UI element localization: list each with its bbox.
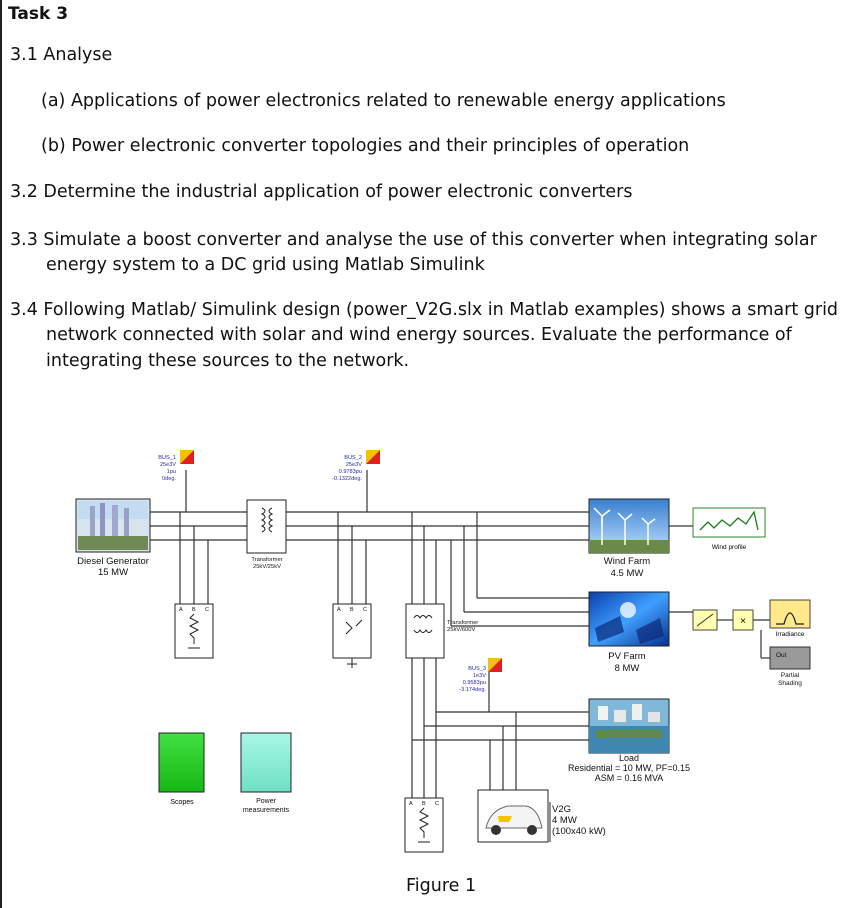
pv-farm-rating: 8 MW xyxy=(615,663,640,674)
bus-lines xyxy=(150,470,770,798)
section-3-1-a: (a) Applications of power electronics re… xyxy=(41,91,726,111)
grounding-block-3[interactable] xyxy=(404,797,444,853)
transformer-2-block[interactable] xyxy=(405,603,445,659)
svg-text:A: A xyxy=(337,607,341,613)
bus3-angle: -3.174deg. xyxy=(459,687,486,693)
svg-text:B: B xyxy=(422,801,426,807)
wind-farm-label: Wind Farm xyxy=(604,556,651,567)
section-3-1-b: (b) Power electronic converter topologie… xyxy=(41,136,690,156)
svg-text:×: × xyxy=(740,616,746,627)
v2g-block[interactable] xyxy=(477,789,549,843)
v2g-detail: (100x40 kW) xyxy=(552,826,606,837)
section-3-4-line2: network connected with solar and wind en… xyxy=(46,325,792,345)
bus3-name: BUS_3 xyxy=(468,666,486,672)
transformer1-rating: 25kV/25kV xyxy=(253,564,281,570)
v2g-label: V2G xyxy=(552,804,571,815)
pv-farm-block[interactable] xyxy=(588,591,670,647)
section-3-2: 3.2 Determine the industrial application… xyxy=(10,182,633,202)
diesel-label: Diesel Generator xyxy=(77,556,149,567)
task-title: Task 3 xyxy=(8,4,69,24)
transformer2-label: Transformer xyxy=(447,620,478,626)
svg-text:A: A xyxy=(179,607,183,613)
out-label: Out xyxy=(776,652,787,659)
wind-farm-block[interactable] xyxy=(588,498,670,554)
diesel-rating: 15 MW xyxy=(98,567,128,578)
section-3-1: 3.1 Analyse xyxy=(10,45,113,65)
section-3-3-line1: 3.3 Simulate a boost converter and analy… xyxy=(10,230,817,250)
phase-labels: A B C A B C A B C xyxy=(179,607,439,807)
bus2-voltage: 25e3V xyxy=(346,462,362,468)
figure-caption: Figure 1 xyxy=(406,876,477,896)
svg-text:C: C xyxy=(435,801,439,807)
load-label: Load xyxy=(619,753,639,763)
bus3-pu: 0.9583pu xyxy=(463,680,486,686)
partial-shading-block[interactable]: Out xyxy=(769,646,811,670)
bus1-pu: 1pu xyxy=(167,469,176,475)
section-3-3-line2: energy system to a DC grid using Matlab … xyxy=(46,255,485,275)
bus3-voltage: 1e3V xyxy=(473,673,486,679)
page-left-border xyxy=(0,0,2,908)
section-3-4-line3: integrating these sources to the network… xyxy=(46,351,410,371)
wind-farm-rating: 4.5 MW xyxy=(611,568,644,579)
bus2-pu: 0.9783pu xyxy=(339,469,362,475)
source-block-2[interactable] xyxy=(332,603,372,668)
partial-shading-label-2: Shading xyxy=(778,680,802,687)
section-3-4-line1: 3.4 Following Matlab/ Simulink design (p… xyxy=(10,300,839,320)
pv-farm-label: PV Farm xyxy=(608,651,646,662)
irradiance-block[interactable] xyxy=(769,599,811,629)
transformer-1-block[interactable] xyxy=(246,499,287,554)
saturation-block[interactable] xyxy=(692,609,718,631)
v2g-rating: 4 MW xyxy=(552,815,577,826)
transformer2-rating: 25kV/600V xyxy=(447,627,475,633)
wind-profile-label: Wind profile xyxy=(712,544,747,551)
transformer1-label: Transformer xyxy=(251,557,282,563)
product-block[interactable]: × xyxy=(732,609,754,631)
scopes-label: Scopes xyxy=(170,799,194,806)
load-residential: Residential = 10 MW, PF=0.15 xyxy=(568,763,690,773)
svg-text:B: B xyxy=(192,607,196,613)
svg-text:A: A xyxy=(409,801,413,807)
svg-text:B: B xyxy=(350,607,354,613)
load-block[interactable] xyxy=(588,698,670,754)
wind-profile-block[interactable] xyxy=(692,507,766,538)
scopes-block[interactable] xyxy=(158,732,205,793)
bus-markers xyxy=(180,450,502,672)
bus2-angle: -0.1322deg. xyxy=(332,476,362,482)
power-measurements-block[interactable] xyxy=(240,732,292,793)
bus1-angle: 0deg. xyxy=(162,476,176,482)
power-meas-label-2: measurements xyxy=(243,807,290,814)
partial-shading-label-1: Partial xyxy=(781,672,800,679)
load-asm: ASM = 0.16 MVA xyxy=(595,773,664,783)
svg-text:C: C xyxy=(205,607,209,613)
bus1-name: BUS_1 xyxy=(158,455,176,461)
grounding-block-1[interactable] xyxy=(174,603,214,659)
bus-labels: BUS_1 25e3V 1pu 0deg. BUS_2 25e3V 0.9783… xyxy=(158,455,486,693)
power-meas-label-1: Power xyxy=(256,798,277,805)
bus2-name: BUS_2 xyxy=(344,455,362,461)
svg-text:C: C xyxy=(363,607,367,613)
bus1-voltage: 25e3V xyxy=(160,462,176,468)
irradiance-label: Irradiance xyxy=(776,631,805,638)
diesel-generator-block[interactable] xyxy=(75,498,151,553)
